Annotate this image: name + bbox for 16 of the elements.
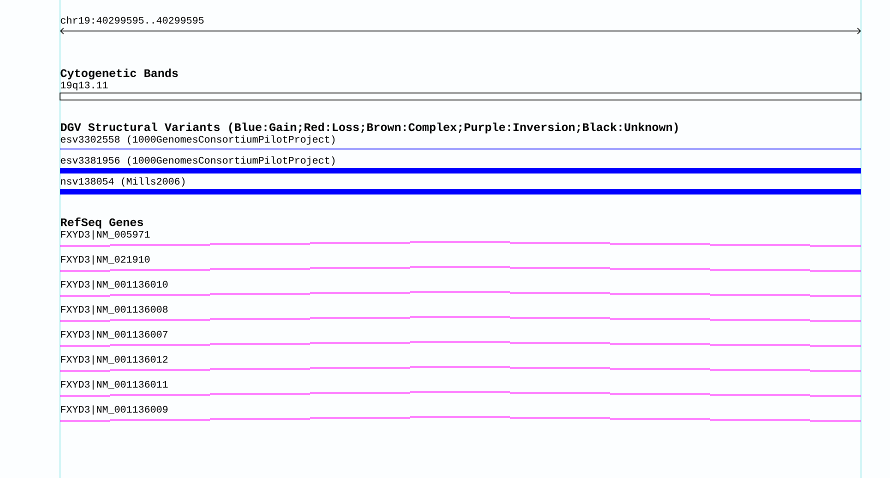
feature-label: nsv138054 (Mills2006) [61, 177, 185, 187]
track-title: DGV Structural Variants (Blue:Gain;Red:Loss;Brown:Complex;Purple:Inversion;Black:Unknown) [60, 122, 678, 134]
feature-label: FXYD3|NM_021910 [61, 255, 150, 265]
feature-label: esv3302558 (1000GenomesConsortiumPilotProject) [60, 135, 335, 145]
track-title: RefSeq Genes [61, 218, 144, 228]
feature-label: FXYD3|NM_001136007 [61, 330, 168, 340]
feature-label: FXYD3|NM_005971 [61, 230, 150, 240]
feature-label: FXYD3|NM_001136010 [61, 280, 168, 290]
track-title: Cytogenetic Bands [60, 68, 178, 80]
feature-label: FXYD3|NM_001136011 [61, 380, 168, 390]
feature-label: FXYD3|NM_001136012 [61, 355, 168, 365]
coordinate-label: chr19:40299595..40299595 [60, 16, 204, 24]
feature-label: esv3381956 (1000GenomesConsortiumPilotProject) [60, 156, 335, 166]
feature-label: FXYD3|NM_001136009 [61, 405, 168, 415]
feature-label: 19q13.11 [60, 82, 108, 90]
feature-label: FXYD3|NM_001136008 [61, 305, 168, 315]
